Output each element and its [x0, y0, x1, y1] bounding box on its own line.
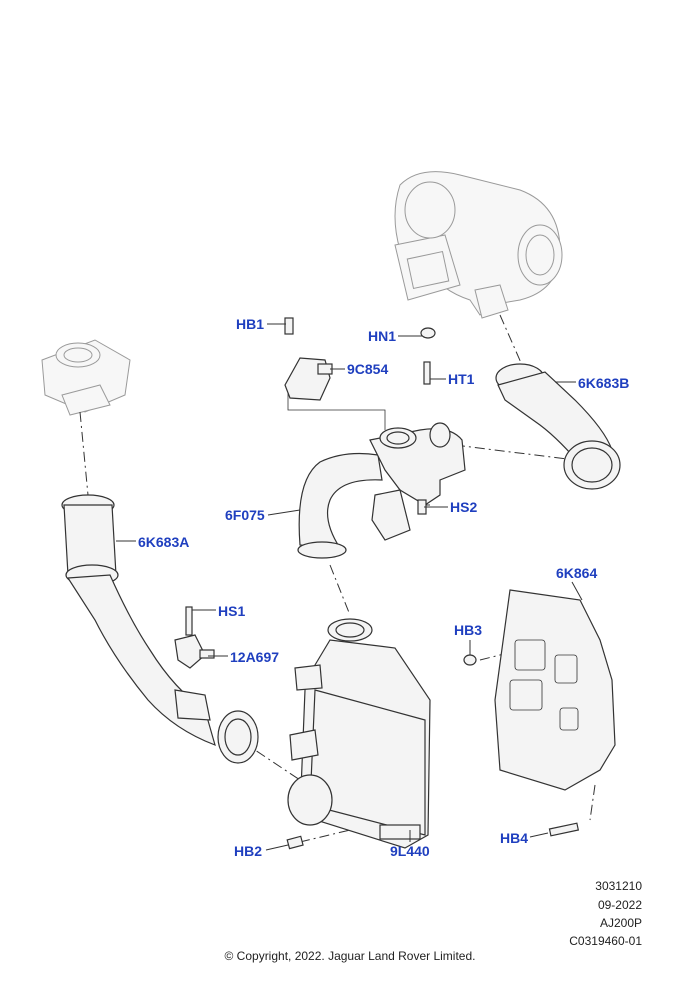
callout-9c854[interactable]: 9C854	[347, 361, 389, 377]
turbo-outlet-hose-6k683b	[495, 363, 621, 490]
callout-12a697[interactable]: 12A697	[230, 649, 280, 665]
reference-number: 3031210	[595, 879, 642, 893]
sensor-9c854	[284, 357, 333, 401]
callout-6f075[interactable]: 6F075	[225, 507, 265, 523]
engine-code: AJ200P	[599, 916, 642, 930]
throttle-body-ghost	[41, 339, 131, 416]
callout-ht1[interactable]: HT1	[448, 371, 475, 387]
callout-hb2[interactable]: HB2	[234, 843, 263, 859]
callout-hb3[interactable]: HB3	[454, 622, 483, 638]
callout-9l440[interactable]: 9L440	[390, 843, 430, 859]
callout-6k864[interactable]: 6K864	[556, 565, 598, 581]
callout-hn1[interactable]: HN1	[368, 328, 397, 344]
callout-hs1[interactable]: HS1	[218, 603, 246, 619]
sensor-12a697	[174, 634, 215, 669]
leader-lines	[116, 323, 583, 851]
callout-6k683a[interactable]: 6K683A	[138, 534, 190, 550]
fasteners	[185, 317, 580, 850]
callout-6k683b[interactable]: 6K683B	[578, 375, 630, 391]
intake-hose-6k683a	[61, 494, 259, 764]
intercooler-9l440	[287, 618, 431, 849]
turbocharger-ghost	[394, 171, 563, 319]
callout-hb4[interactable]: HB4	[500, 830, 529, 846]
date-code: 09-2022	[597, 898, 642, 912]
illustration-code: C0319460-01	[569, 934, 642, 948]
callout-hb1[interactable]: HB1	[236, 316, 265, 332]
callout-hs2[interactable]: HS2	[450, 499, 478, 515]
copyright-notice: © Copyright, 2022. Jaguar Land Rover Lim…	[224, 949, 476, 963]
heat-shield-6k864	[494, 589, 616, 791]
intercooler-hose-6f075	[297, 422, 466, 559]
